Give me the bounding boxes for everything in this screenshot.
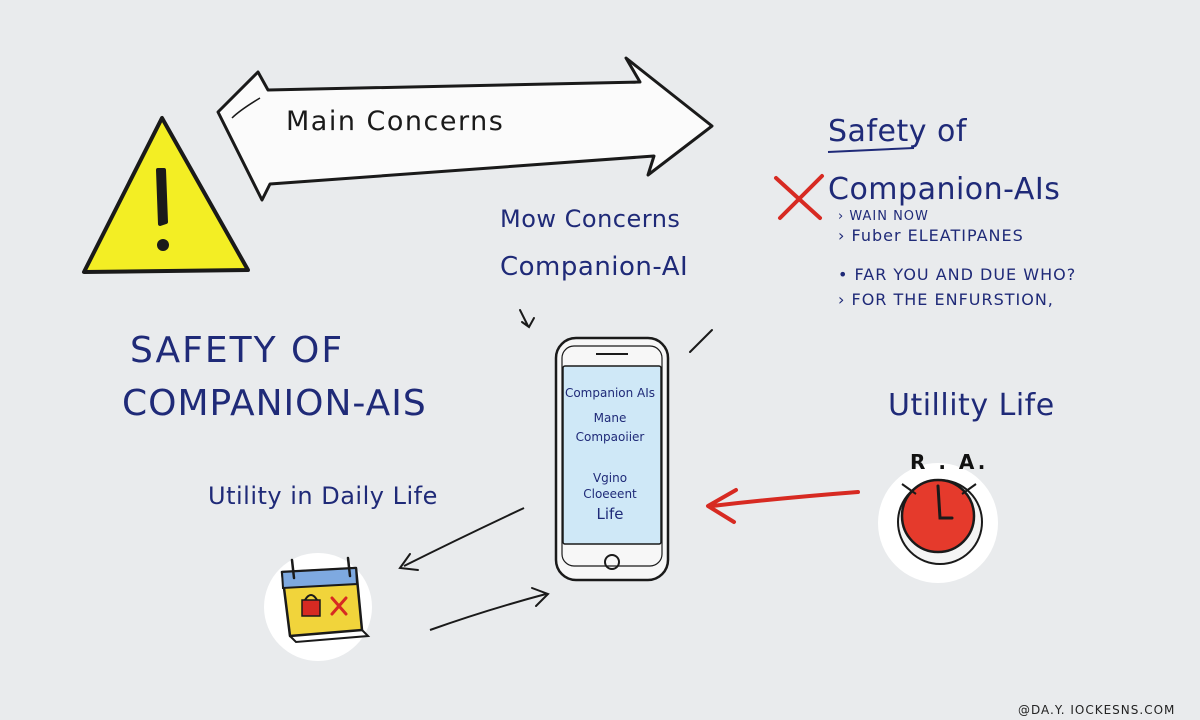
- right-bullet-text: FAR YOU AND DUE WHO?: [854, 265, 1077, 284]
- phone-screen-line: Life: [596, 505, 624, 523]
- clock-label: R . A.: [910, 450, 989, 474]
- right-bullet-text: WAIN NOW: [849, 209, 929, 224]
- left-safety-heading-line1: SAFETY OF: [130, 330, 345, 371]
- phone-screen-line: Vgino: [592, 471, 628, 485]
- right-utility-label: Utillity Life: [888, 388, 1055, 423]
- right-safety-heading-line2: Companion-AIs: [828, 172, 1061, 207]
- left-safety-heading-line2: COMPANION-AIS: [122, 383, 427, 424]
- main-concerns-label: Main Concerns: [286, 106, 505, 137]
- left-utility-label: Utility in Daily Life: [208, 482, 438, 510]
- watermark-text: @DA.Y. IOCKESNS.COM: [1018, 703, 1176, 717]
- red-arrow: [706, 488, 860, 524]
- warning-triangle-icon: [82, 116, 250, 274]
- smartphone-icon: [554, 336, 670, 582]
- right-bullet-item: › Fuber ELEATIPANES: [838, 226, 1024, 245]
- phone-screen-line: Mane: [593, 411, 627, 425]
- right-bullet-text: FOR THE ENFURSTION,: [851, 290, 1054, 309]
- center-title-line2: Companion-AI: [500, 252, 689, 282]
- main-concerns-arrow: [216, 56, 714, 202]
- stopwatch-icon: [878, 463, 998, 583]
- phone-screen-line: Compaoiier: [575, 430, 645, 444]
- connector-arrows: [398, 507, 550, 631]
- red-x-icon: [774, 174, 824, 220]
- right-safety-heading-line1: Safety of: [828, 114, 967, 149]
- center-title-line1: Mow Concerns: [500, 205, 681, 233]
- right-bullet-item: › WAIN NOW: [838, 209, 929, 224]
- right-bullet-text: Fuber ELEATIPANES: [851, 226, 1024, 245]
- phone-screen-line: Cloeeent: [583, 487, 637, 501]
- right-bullet-item: › FOR THE ENFURSTION,: [838, 290, 1054, 309]
- locked-calendar-icon: [264, 553, 372, 661]
- phone-screen-line: Companion AIs: [564, 386, 656, 400]
- right-bullet-item: • FAR YOU AND DUE WHO?: [838, 265, 1077, 284]
